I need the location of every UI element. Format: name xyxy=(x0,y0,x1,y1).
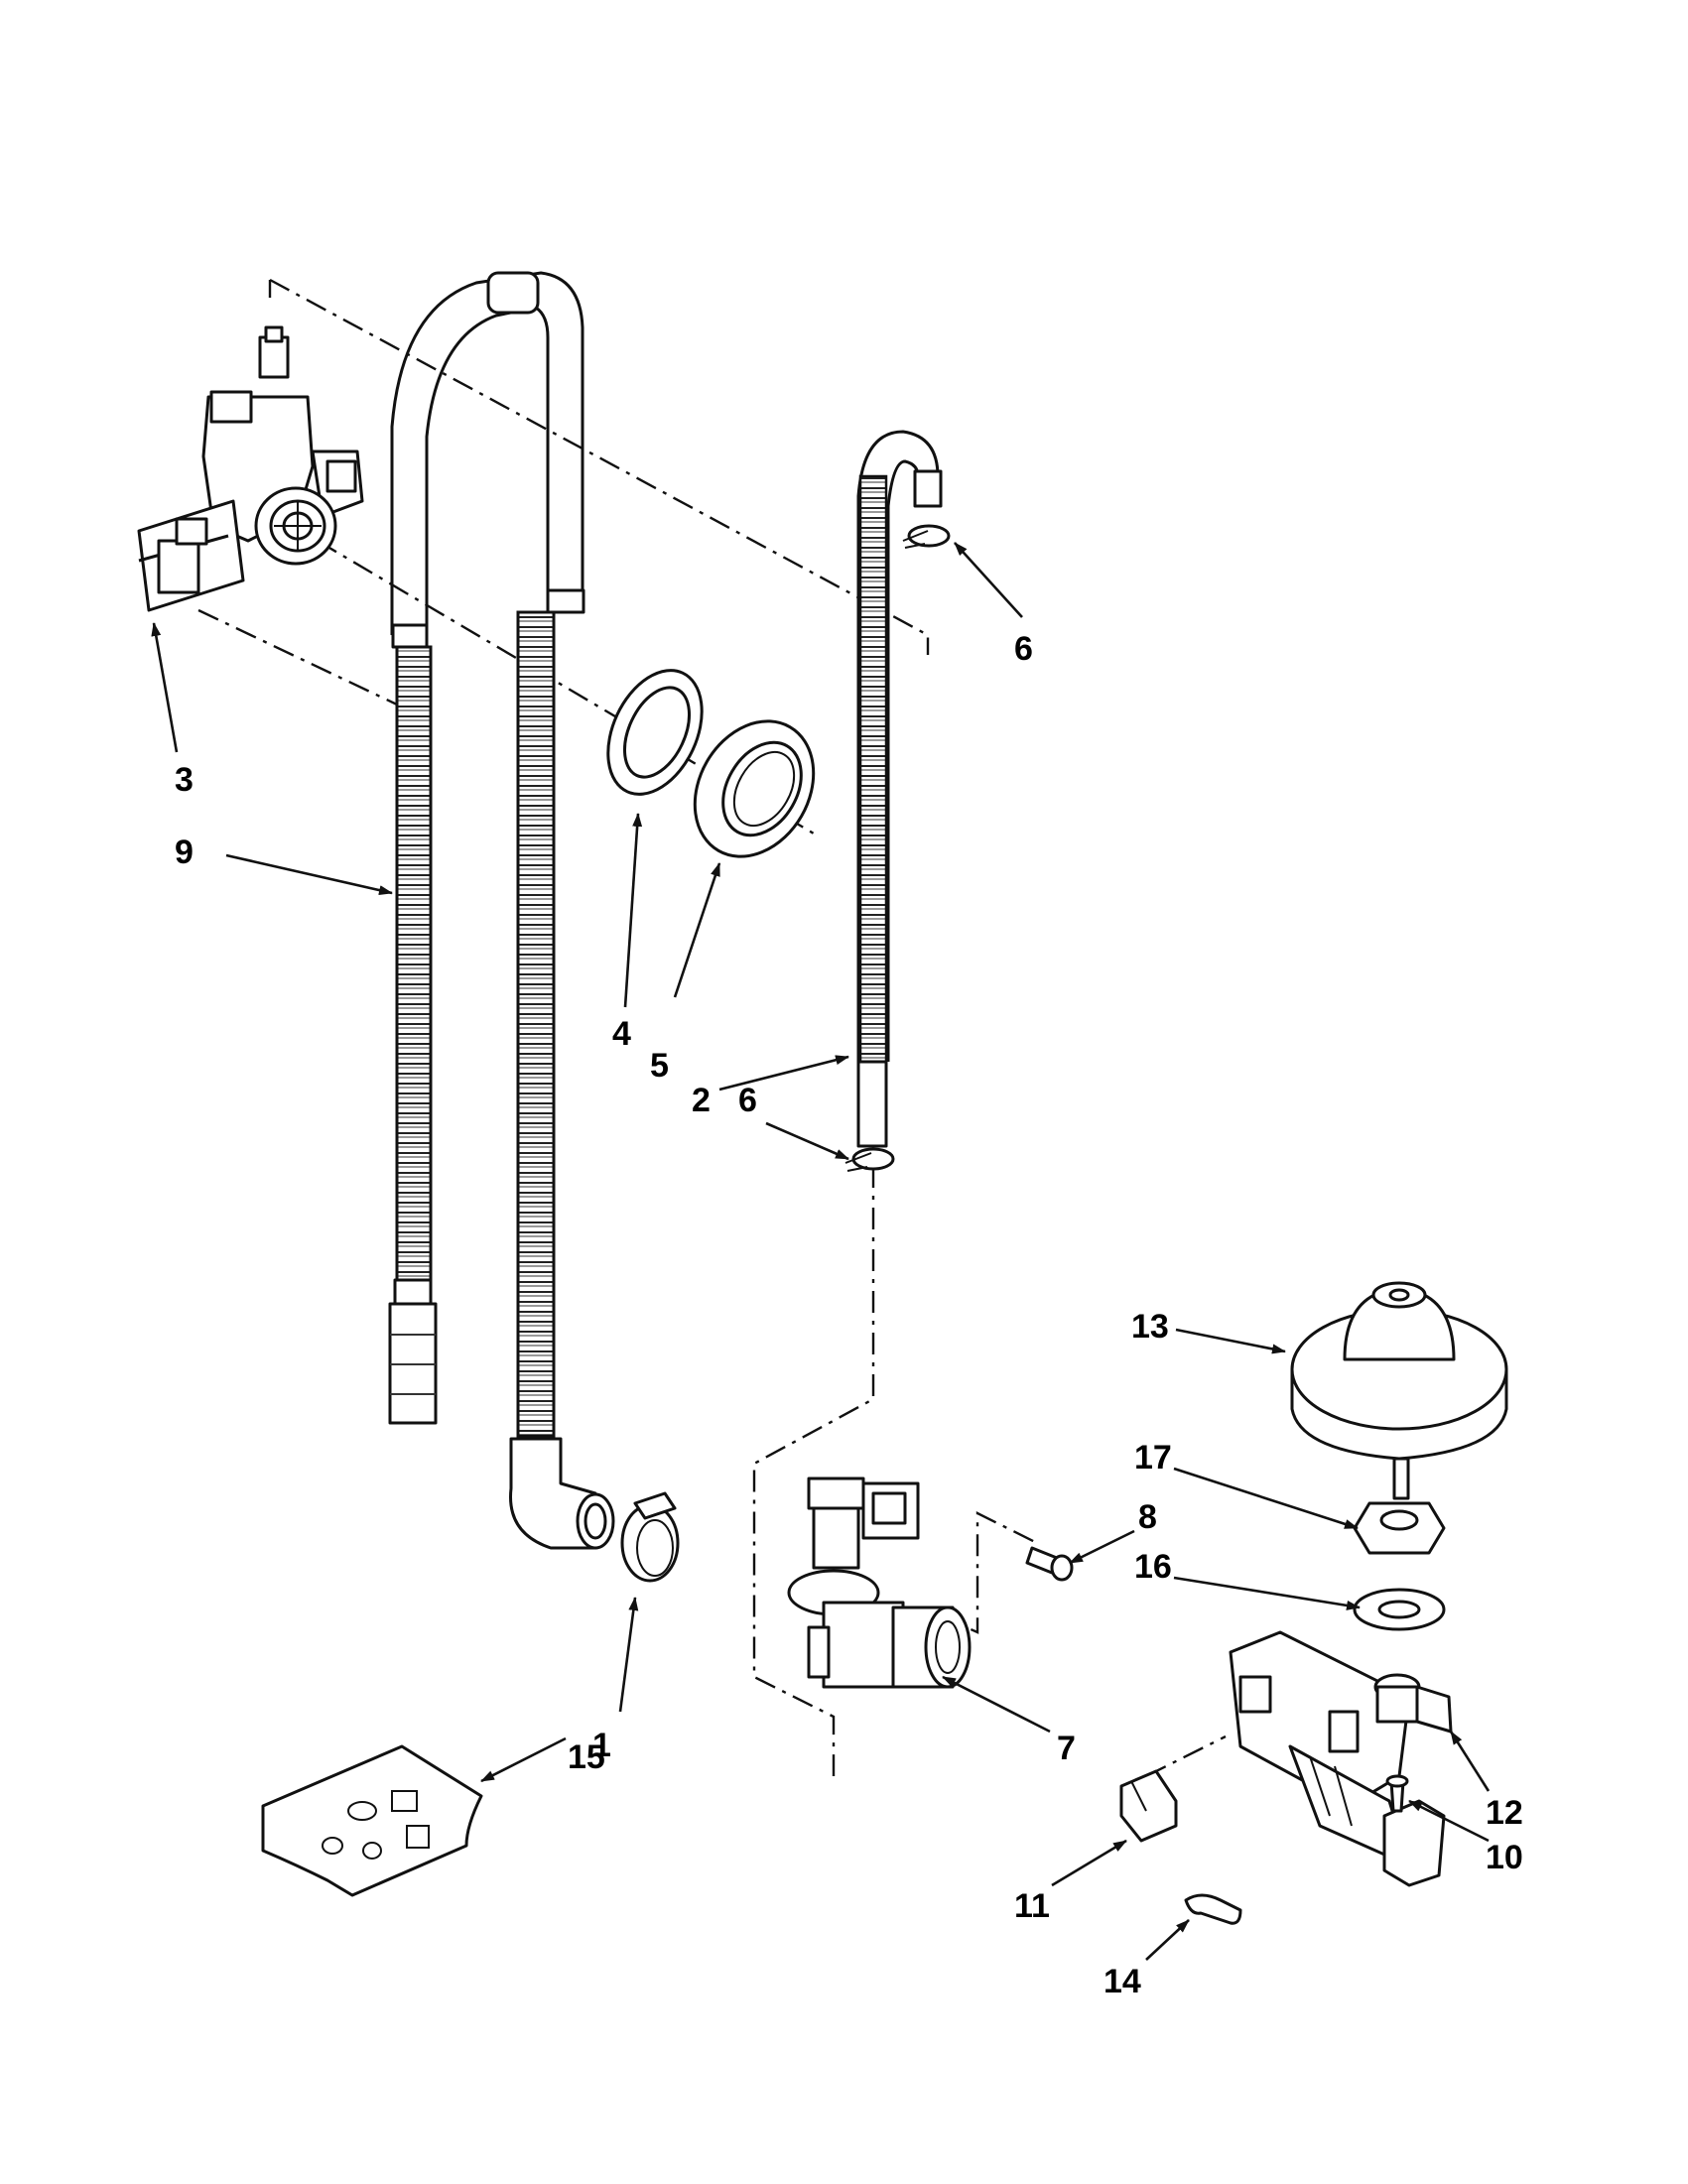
float-part xyxy=(1290,1281,1508,1500)
callout-12: 12 xyxy=(1486,1794,1523,1832)
clip-part xyxy=(1184,1893,1242,1925)
callout-15: 15 xyxy=(568,1738,605,1776)
parts-bag-part xyxy=(261,1744,483,1897)
callout-17: 17 xyxy=(1134,1439,1172,1477)
callout-6-upper: 6 xyxy=(1014,630,1033,668)
leader-lines xyxy=(151,542,1491,1961)
callout-10: 10 xyxy=(1486,1839,1523,1876)
callout-1: 1 xyxy=(592,1727,611,1764)
nut-part xyxy=(693,719,816,858)
switch-part xyxy=(1119,1769,1178,1843)
callout-13: 13 xyxy=(1131,1308,1169,1346)
small-screw-part xyxy=(1385,1774,1409,1813)
callout-16: 16 xyxy=(1134,1548,1172,1586)
callout-7: 7 xyxy=(1057,1730,1076,1767)
hose-clamp-part xyxy=(620,1491,680,1583)
washer-part xyxy=(1353,1588,1446,1631)
screw-part xyxy=(1025,1546,1074,1582)
callout-labels: 1 2 3 4 5 6 6 7 8 9 10 11 12 13 14 15 16… xyxy=(175,630,1523,2000)
float-nut-part xyxy=(1353,1501,1446,1555)
float-switch-bracket-part xyxy=(1229,1630,1453,1887)
callout-11: 11 xyxy=(1014,1887,1050,1925)
fill-hose-part xyxy=(856,430,943,1148)
callout-6-lower: 6 xyxy=(738,1082,757,1119)
callout-3: 3 xyxy=(175,761,194,799)
callout-14: 14 xyxy=(1104,1963,1141,2000)
callout-4: 4 xyxy=(612,1015,631,1053)
drain-bracket-part xyxy=(137,325,364,612)
clamp-upper-part xyxy=(902,524,951,549)
clamp-lower-part xyxy=(844,1147,895,1172)
callout-8: 8 xyxy=(1138,1498,1157,1536)
callout-5: 5 xyxy=(650,1047,669,1085)
assembly-lines xyxy=(197,278,1399,1778)
callout-2: 2 xyxy=(692,1082,711,1119)
callout-9: 9 xyxy=(175,834,194,871)
water-valve-part xyxy=(787,1477,972,1689)
drain-hose-part xyxy=(388,271,615,1550)
gasket-part xyxy=(606,669,704,796)
